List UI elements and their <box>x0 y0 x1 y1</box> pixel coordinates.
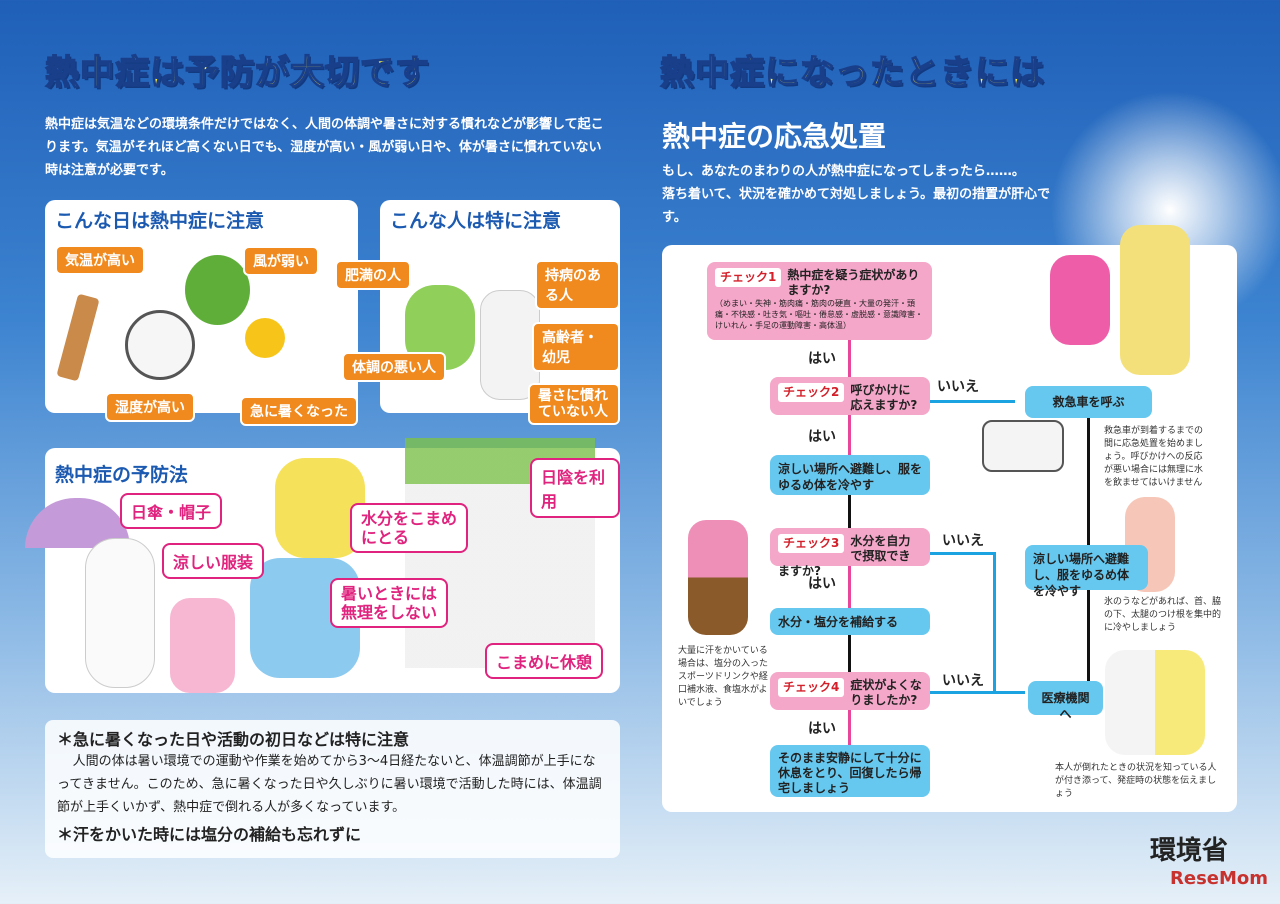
tag: 体調の悪い人 <box>342 352 446 382</box>
tag: 日陰を利用 <box>530 458 620 518</box>
watermark-logo: ReseMom <box>1170 868 1269 889</box>
note-heading: ＊汗をかいた時には塩分の補給も忘れずに <box>57 825 362 844</box>
check2-box: チェック2 呼びかけに応えますか? <box>770 377 930 415</box>
ministry-logo: 環境省 <box>1150 836 1229 866</box>
no-label: いいえ <box>942 533 984 549</box>
hygrometer-illustration <box>125 310 195 380</box>
tag: 急に暑くなった <box>240 396 358 426</box>
risk-person-panel: こんな人は特に注意 肥満の人 持病のある人 高齢者・幼児 体調の悪い人 暑さに慣… <box>335 200 620 425</box>
hospital-note: 本人が倒れたときの状況を知っている人が付き添って、発症時の状態を伝えましょう <box>1055 763 1217 799</box>
check4-box: チェック4 症状がよくなりましたか? <box>770 672 930 710</box>
mother-illustration <box>85 538 155 688</box>
thermometer-illustration <box>56 293 100 382</box>
flow-arrow <box>848 340 851 377</box>
flow-arrow <box>848 635 851 672</box>
left-intro: 熱中症は気温などの環境条件だけではなく、人間の体調や暑さに対する慣れなどが影響し… <box>45 117 604 178</box>
tag: 暑いときには無理をしない <box>330 578 448 628</box>
flow-arrow <box>930 400 1015 403</box>
panel-title: こんな人は特に注意 <box>390 210 562 232</box>
tree-illustration <box>185 255 250 325</box>
ice-note: 氷のうなどがあれば、首、脇の下、太腿のつけ根を集中的に冷やしましょう <box>1104 597 1222 633</box>
check-label: チェック4 <box>778 678 845 697</box>
flow-arrow <box>848 415 851 455</box>
check-label: チェック2 <box>778 383 845 402</box>
yes-label: はい <box>808 721 836 737</box>
elderly-illustration <box>480 290 540 400</box>
hydrate-box: 水分・塩分を補給する <box>770 608 930 635</box>
ambulance-box: 救急車を呼ぶ <box>1025 386 1152 418</box>
tag: 高齢者・幼児 <box>532 322 620 372</box>
flow-arrow <box>930 552 996 555</box>
flow-arrow <box>848 710 851 745</box>
tag: 暑さに慣れていない人 <box>528 383 620 425</box>
flow-arrow <box>1087 590 1090 681</box>
check-question: 水分を自力で摂取できますか? <box>778 534 911 578</box>
note-body: 人間の体は暑い環境での運動や作業を始めてから3〜4日経たないと、体温調節が上手に… <box>57 754 602 815</box>
tag: 日傘・帽子 <box>120 493 223 529</box>
yes-label: はい <box>808 351 836 367</box>
cool-down-box: 涼しい場所へ避難し、服をゆるめ体を冷やす <box>770 455 930 495</box>
ambulance-note: 救急車が到着するまでの間に応急処置を始めましょう。呼びかけへの反応が悪い場合には… <box>1104 426 1204 488</box>
tag: 持病のある人 <box>535 260 620 310</box>
sun-illustration <box>245 318 285 358</box>
tag: 湿度が高い <box>105 392 195 422</box>
panel-title: こんな日は熱中症に注意 <box>55 210 265 232</box>
panel-title: 熱中症の予防法 <box>55 464 189 486</box>
hospital-box: 医療機関へ <box>1028 681 1103 721</box>
prevention-panel: 熱中症の予防法 日傘・帽子 涼しい服装 水分をこまめにとる 日陰を利用 暑いとき… <box>25 438 620 693</box>
right-intro: もし、あなたのまわりの人が熱中症になってしまったら……。 <box>662 164 1025 179</box>
check-label: チェック1 <box>715 268 782 287</box>
notes-box: ＊急に暑くなった日や活動の初日などは特に注意 人間の体は暑い環境での運動や作業を… <box>45 720 620 858</box>
tag: 気温が高い <box>55 245 145 275</box>
yes-label: はい <box>808 576 836 592</box>
women-illustration <box>1040 215 1190 375</box>
tag: こまめに休憩 <box>485 643 604 679</box>
check-detail: （めまい・失神・筋肉痛・筋肉の硬直・大量の発汗・頭痛・不快感・吐き気・嘔吐・倦怠… <box>715 299 923 330</box>
cool-down-box-2: 涼しい場所へ避難し、服をゆるめ体を冷やす <box>1025 545 1148 598</box>
nurse-illustration <box>1105 650 1205 755</box>
girl-drinking-illustration <box>688 520 748 635</box>
rest-box: そのまま安静にして十分に休息をとり、回復したら帰宅しましょう <box>770 745 930 797</box>
flow-arrow <box>848 566 851 608</box>
child-illustration <box>170 598 235 693</box>
right-subtitle: 熱中症の応急処置 <box>662 120 887 153</box>
check3-box: チェック3 水分を自力で摂取できますか? <box>770 528 930 578</box>
tag: 肥満の人 <box>335 260 411 290</box>
tag: 涼しい服装 <box>162 543 265 579</box>
flow-arrow <box>1087 418 1090 545</box>
right-intro: 落ち着いて、状況を確かめて対処しましょう。最初の措置が肝心です。 <box>662 187 1051 225</box>
left-title: 熱中症は予防が大切です <box>44 52 430 94</box>
no-label: いいえ <box>942 673 984 689</box>
right-title: 熱中症になったときには <box>659 52 1045 94</box>
tag: 風が弱い <box>243 246 319 276</box>
flow-arrow <box>930 691 1025 694</box>
hot-day-panel: こんな日は熱中症に注意 気温が高い 風が弱い 湿度が高い 急に暑くなった <box>45 200 358 426</box>
note-heading: ＊急に暑くなった日や活動の初日などは特に注意 <box>57 730 410 749</box>
drink-note: 大量に汗をかいている場合は、塩分の入ったスポーツドリンクや経口補水液、食塩水がよ… <box>678 646 769 708</box>
flow-arrow <box>848 495 851 528</box>
check-question: 呼びかけに応えますか? <box>850 383 918 412</box>
check-question: 熱中症を疑う症状がありますか? <box>787 268 920 297</box>
check-label: チェック3 <box>778 534 845 553</box>
tag: 水分をこまめにとる <box>350 503 468 553</box>
flow-arrow <box>993 552 996 693</box>
check-question: 症状がよくなりましたか? <box>850 678 922 707</box>
no-label: いいえ <box>937 379 979 395</box>
ambulance-illustration <box>982 420 1064 472</box>
yes-label: はい <box>808 429 836 445</box>
check1-box: チェック1 熱中症を疑う症状がありますか? （めまい・失神・筋肉痛・筋肉の硬直・… <box>707 262 932 340</box>
